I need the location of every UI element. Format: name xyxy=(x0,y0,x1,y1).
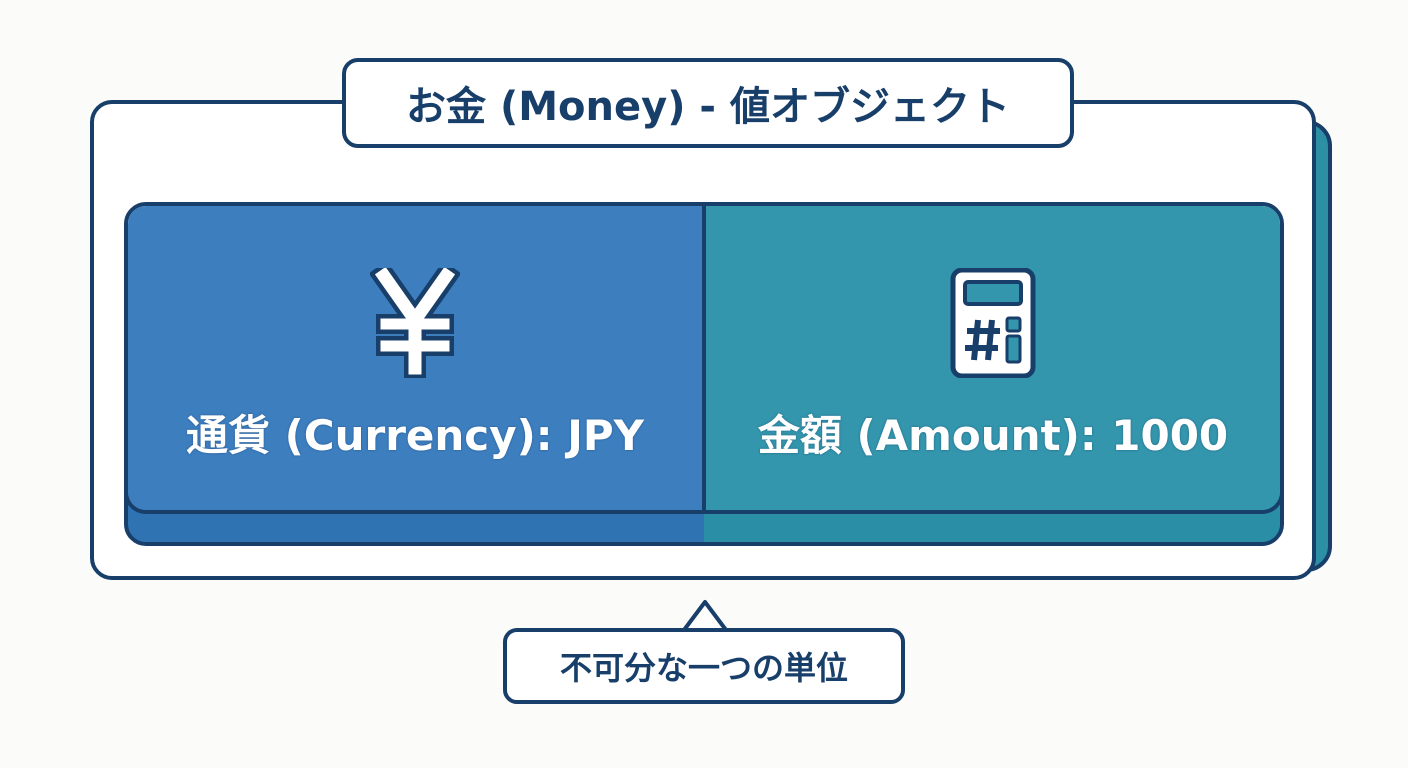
title-box: お金 (Money) - 値オブジェクト xyxy=(342,58,1074,148)
currency-label: 通貨 (Currency): JPY xyxy=(185,411,645,460)
calculator-icon xyxy=(948,268,1038,378)
value-fields-panel: 通貨 (Currency): JPY 金額 (Amount): 1000 xyxy=(124,202,1284,514)
currency-field: 通貨 (Currency): JPY xyxy=(128,206,706,510)
amount-field: 金額 (Amount): 1000 xyxy=(706,206,1280,510)
note-text: 不可分な一つの単位 xyxy=(559,649,848,687)
yen-icon xyxy=(370,268,460,378)
amount-label: 金額 (Amount): 1000 xyxy=(757,411,1229,460)
diagram-title: お金 (Money) - 値オブジェクト xyxy=(406,84,1010,130)
indivisible-unit-note: 不可分な一つの単位 xyxy=(503,628,905,704)
callout-pointer xyxy=(682,600,728,632)
